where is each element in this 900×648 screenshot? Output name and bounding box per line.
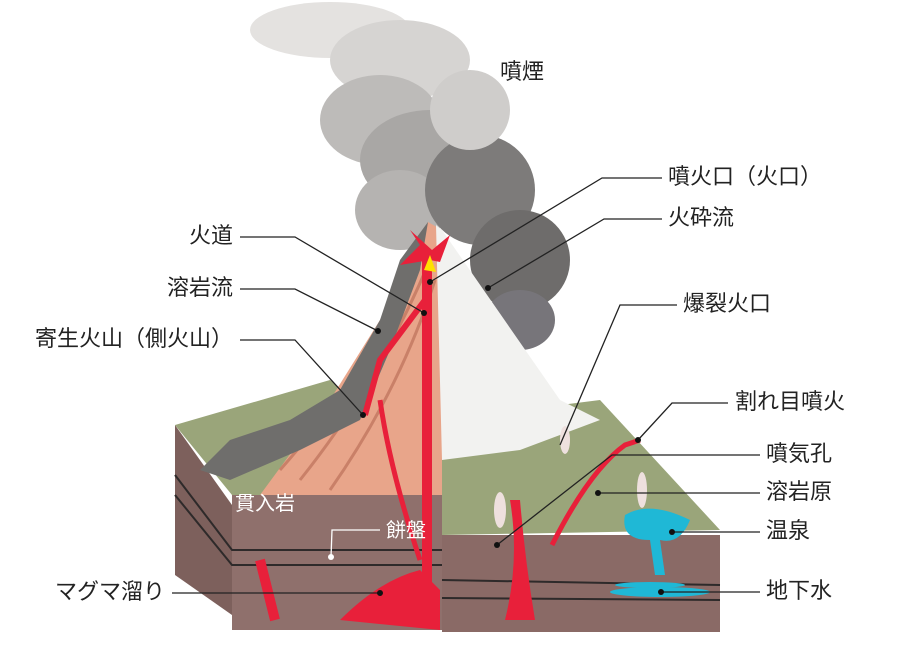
- label-hot-spring: 温泉: [766, 519, 811, 544]
- label-conduit: 火道: [188, 224, 233, 249]
- label-crater: 噴火口（火口）: [668, 165, 823, 190]
- label-explosion-crater: 爆裂火口: [683, 292, 772, 317]
- label-magma-chamber: マグマ溜り: [54, 580, 165, 605]
- smoke-plume: [250, 2, 570, 350]
- lava-flow-area: [200, 222, 428, 480]
- label-intrusive-rock: 貫入岩: [235, 491, 295, 515]
- label-laccolith: 餅盤: [386, 518, 426, 542]
- snow-slope: [436, 225, 600, 460]
- label-fumarole: 噴気孔: [766, 442, 833, 467]
- leader-lines: [172, 177, 760, 594]
- block-left-side: [175, 425, 232, 615]
- label-lava-plain: 溶岩原: [766, 480, 833, 505]
- label-groundwater: 地下水: [766, 579, 833, 604]
- label-fissure-eruption: 割れ目噴火: [735, 390, 846, 415]
- label-plume: 噴煙: [500, 60, 545, 85]
- label-parasitic-volcano: 寄生火山（側火山）: [34, 327, 233, 352]
- strata-lines: [174, 474, 721, 601]
- magma: [255, 230, 641, 630]
- label-pyroclastic-flow: 火砕流: [668, 206, 735, 231]
- label-lava-flow: 溶岩流: [166, 276, 233, 301]
